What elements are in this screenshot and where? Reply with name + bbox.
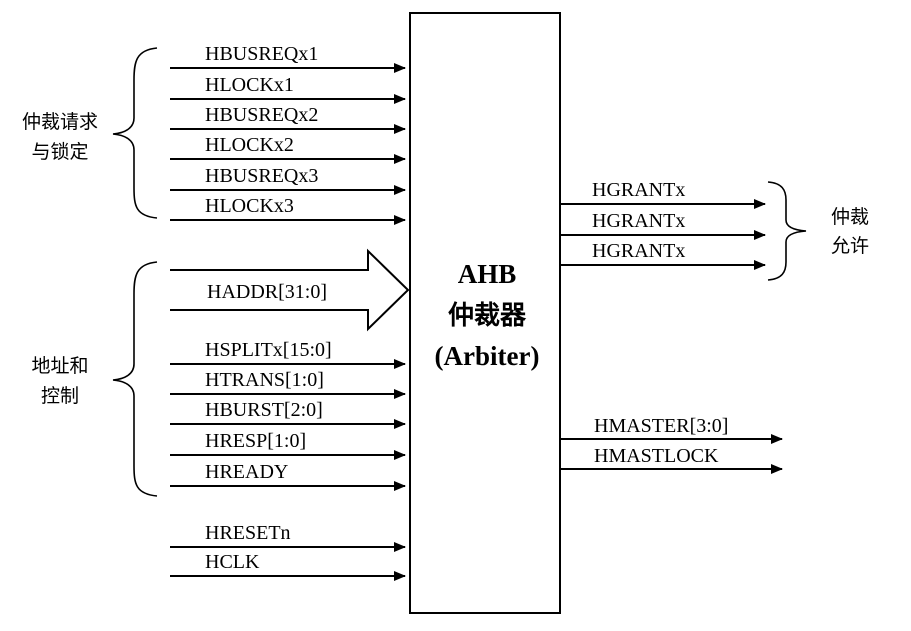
- clock-reset-signals: HRESETn HCLK: [170, 522, 406, 581]
- hbusreqx1-label: HBUSREQx1: [205, 43, 318, 65]
- hgrantx-1-label: HGRANTx: [592, 179, 685, 201]
- address-control-group-label-line2: 控制: [41, 385, 79, 407]
- address-control-group-label-line1: 地址和: [31, 355, 88, 377]
- hlockx2-label: HLOCKx2: [205, 134, 294, 156]
- master-signals: HMASTER[3:0] HMASTLOCK: [560, 415, 783, 474]
- hburst-label: HBURST[2:0]: [205, 399, 323, 421]
- request-lock-group-label-line1: 仲裁请求: [22, 111, 98, 133]
- hclk-label: HCLK: [205, 551, 260, 573]
- grant-group-label-line1: 仲裁: [831, 206, 869, 228]
- hresetn-label: HRESETn: [205, 522, 291, 544]
- request-lock-group-label-line2: 与锁定: [31, 141, 88, 163]
- arbiter-name: (Arbiter): [435, 341, 540, 371]
- hgrantx-3-label: HGRANTx: [592, 240, 685, 262]
- hbusreqx3-label: HBUSREQx3: [205, 165, 318, 187]
- request-lock-signals: HBUSREQx1 HLOCKx1 HBUSREQx2 HLOCKx2 HBUS…: [170, 43, 406, 225]
- grant-brace: [767, 181, 807, 281]
- haddr-label: HADDR[31:0]: [207, 281, 327, 303]
- haddr-bus-arrow: [170, 248, 410, 332]
- hsplitx-label: HSPLITx[15:0]: [205, 339, 332, 361]
- grant-signals: HGRANTx HGRANTx HGRANTx: [560, 179, 766, 270]
- grant-group-label-line2: 允许: [831, 235, 869, 257]
- hmaster-label: HMASTER[3:0]: [594, 415, 728, 437]
- hlockx1-label: HLOCKx1: [205, 74, 294, 96]
- address-control-signals: HSPLITx[15:0] HTRANS[1:0] HBURST[2:0] HR…: [170, 339, 406, 491]
- address-control-brace: [112, 261, 158, 497]
- hmastlock-label: HMASTLOCK: [594, 445, 719, 467]
- arbiter-title: AHB: [458, 259, 517, 289]
- request-lock-brace: [112, 47, 158, 219]
- hgrantx-2-label: HGRANTx: [592, 210, 685, 232]
- hbusreqx2-label: HBUSREQx2: [205, 104, 318, 126]
- hready-label: HREADY: [205, 461, 288, 483]
- hresp-label: HRESP[1:0]: [205, 430, 306, 452]
- hlockx3-label: HLOCKx3: [205, 195, 294, 217]
- arbiter-subtitle: 仲裁器: [448, 301, 527, 331]
- arbiter-block: [409, 12, 561, 614]
- htrans-label: HTRANS[1:0]: [205, 369, 324, 391]
